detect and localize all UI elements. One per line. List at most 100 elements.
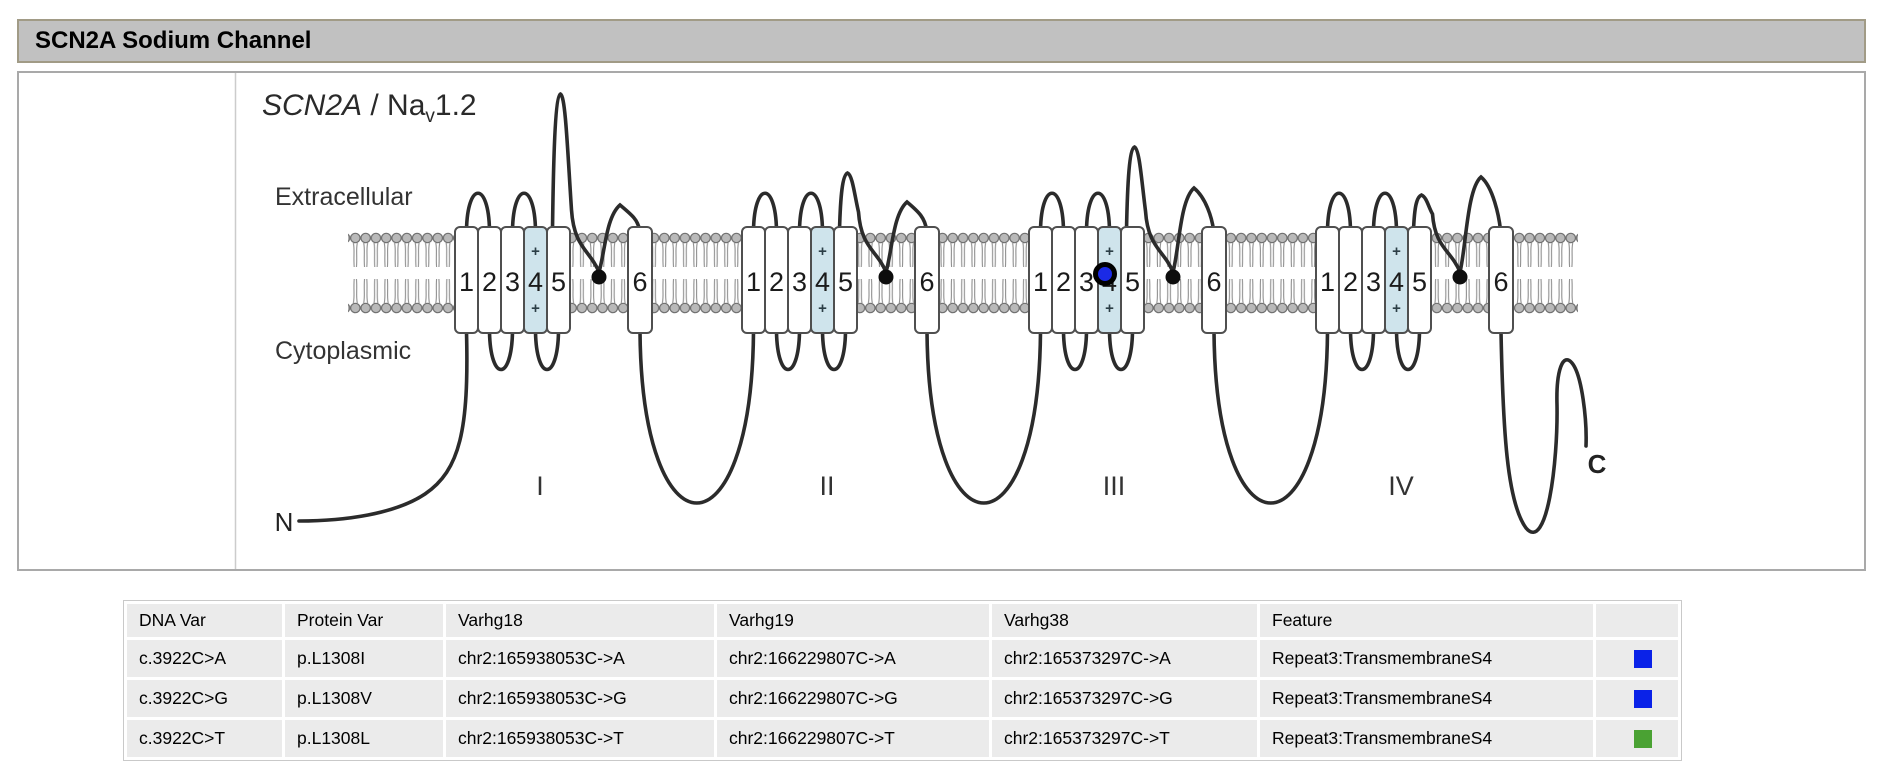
- feature-color-swatch: [1634, 649, 1652, 668]
- feature-color-swatch: [1634, 729, 1652, 748]
- repeat-label-3: III: [1103, 471, 1126, 501]
- segment-number: 5: [1412, 267, 1427, 297]
- table-row: c.3922C>G p.L1308V chr2:165938053C->G ch…: [127, 680, 1678, 717]
- table-header-row: DNA Var Protein Var Varhg18 Varhg19 Varh…: [127, 604, 1678, 637]
- extracellular-loop: [1084, 191, 1112, 232]
- cell-varhg19: chr2:166229807C->G: [717, 680, 989, 717]
- segment-number: 4: [528, 267, 543, 297]
- cell-feature: Repeat3:TransmembraneS4: [1260, 720, 1593, 757]
- cell-varhg19: chr2:166229807C->T: [717, 720, 989, 757]
- cell-varhg18: chr2:165938053C->G: [446, 680, 714, 717]
- extracellular-loop: [1038, 191, 1066, 232]
- page-title: SCN2A Sodium Channel: [35, 27, 312, 54]
- cell-color: [1596, 640, 1678, 677]
- cell-dna-var: c.3922C>G: [127, 680, 282, 717]
- cytoplasmic-arc: [1061, 330, 1089, 372]
- cytoplasmic-loop: [638, 330, 756, 505]
- segment-number: 6: [632, 267, 647, 297]
- extracellular-loop: [1325, 191, 1353, 232]
- segment-s5: [1407, 226, 1432, 334]
- segment-number: 2: [1056, 267, 1071, 297]
- segment-number: 6: [1206, 267, 1221, 297]
- pore-dot: [878, 269, 894, 285]
- repeat-label-2: II: [819, 471, 834, 501]
- s4-plus: +: [1392, 243, 1401, 260]
- segment-number: 2: [1343, 267, 1358, 297]
- pore-loop: [837, 171, 929, 278]
- segment-number: 6: [919, 267, 934, 297]
- cell-varhg38: chr2:165373297C->A: [992, 640, 1257, 677]
- column-header-varhg38: Varhg38: [992, 604, 1257, 637]
- extracellular-loop: [797, 191, 825, 232]
- cell-varhg38: chr2:165373297C->T: [992, 720, 1257, 757]
- cytoplasmic-arc: [820, 330, 848, 372]
- lipid-strip: [1226, 228, 1316, 318]
- segment-number: 2: [482, 267, 497, 297]
- column-header-color: [1596, 604, 1678, 637]
- protein-title: SCN2A / Nav1.2: [262, 89, 477, 127]
- segment-number: 1: [459, 267, 474, 297]
- lipid-strip: [939, 228, 1029, 318]
- cell-protein-var: p.L1308I: [285, 640, 443, 677]
- segment-s5: [546, 226, 571, 334]
- repeat-label-1: I: [536, 471, 544, 501]
- cytoplasmic-label: Cytoplasmic: [275, 337, 411, 365]
- cell-dna-var: c.3922C>T: [127, 720, 282, 757]
- cell-varhg18: chr2:165938053C->T: [446, 720, 714, 757]
- cell-dna-var: c.3922C>A: [127, 640, 282, 677]
- channel-diagram: SCN2A / Nav1.2 Extracellular Cytoplasmic: [234, 73, 1607, 569]
- extracellular-loop: [510, 191, 538, 232]
- cell-feature: Repeat3:TransmembraneS4: [1260, 680, 1593, 717]
- n-terminus-curve: [297, 330, 469, 523]
- extracellular-loop: [1371, 191, 1399, 232]
- cytoplasmic-arc: [1394, 330, 1422, 372]
- segment-number: 2: [769, 267, 784, 297]
- cell-color: [1596, 720, 1678, 757]
- cytoplasmic-arc: [487, 330, 515, 372]
- column-header-varhg19: Varhg19: [717, 604, 989, 637]
- cell-protein-var: p.L1308V: [285, 680, 443, 717]
- cytoplasmic-loop: [1212, 330, 1330, 505]
- cell-color: [1596, 680, 1678, 717]
- cytoplasmic-arc: [1107, 330, 1135, 372]
- table-row: c.3922C>T p.L1308L chr2:165938053C->T ch…: [127, 720, 1678, 757]
- feature-color-swatch: [1634, 689, 1652, 708]
- lipid-strip: [652, 228, 742, 318]
- segment-number: 3: [1079, 267, 1094, 297]
- cell-varhg18: chr2:165938053C->A: [446, 640, 714, 677]
- s4-plus: +: [531, 300, 540, 317]
- s4-plus: +: [818, 300, 827, 317]
- pore-dot: [1165, 269, 1181, 285]
- extracellular-loop: [751, 191, 779, 232]
- channel-diagram-panel: SCN2A / Nav1.2 Extracellular Cytoplasmic: [17, 71, 1866, 571]
- segment-s6: [1201, 226, 1227, 334]
- segment-number: 6: [1493, 267, 1508, 297]
- repeat-label-4: IV: [1388, 471, 1414, 501]
- segment-s5: [833, 226, 858, 334]
- s4-plus: +: [1105, 243, 1114, 260]
- extracellular-label: Extracellular: [275, 183, 413, 211]
- s4-plus: +: [1105, 300, 1114, 317]
- s4-plus: +: [1392, 300, 1401, 317]
- s4-plus: +: [818, 243, 827, 260]
- gene-symbol: SCN2A: [262, 89, 362, 122]
- cytoplasmic-loop: [925, 330, 1043, 505]
- cytoplasmic-arc: [774, 330, 802, 372]
- column-header-dna-var: DNA Var: [127, 604, 282, 637]
- panel-header: SCN2A Sodium Channel: [17, 19, 1866, 63]
- cell-protein-var: p.L1308L: [285, 720, 443, 757]
- n-terminus-label: N: [275, 507, 294, 537]
- segment-number: 1: [746, 267, 761, 297]
- cell-feature: Repeat3:TransmembraneS4: [1260, 640, 1593, 677]
- segment-number: 1: [1033, 267, 1048, 297]
- segment-number: 1: [1320, 267, 1335, 297]
- c-terminus-curve: [1499, 330, 1588, 534]
- segment-number: 4: [815, 267, 830, 297]
- segment-number: 3: [505, 267, 520, 297]
- segment-s6: [1488, 226, 1514, 334]
- cytoplasmic-arc: [533, 330, 561, 372]
- segment-number: 5: [551, 267, 566, 297]
- pore-loop: [550, 92, 642, 278]
- segment-s6: [914, 226, 940, 334]
- cell-varhg19: chr2:166229807C->A: [717, 640, 989, 677]
